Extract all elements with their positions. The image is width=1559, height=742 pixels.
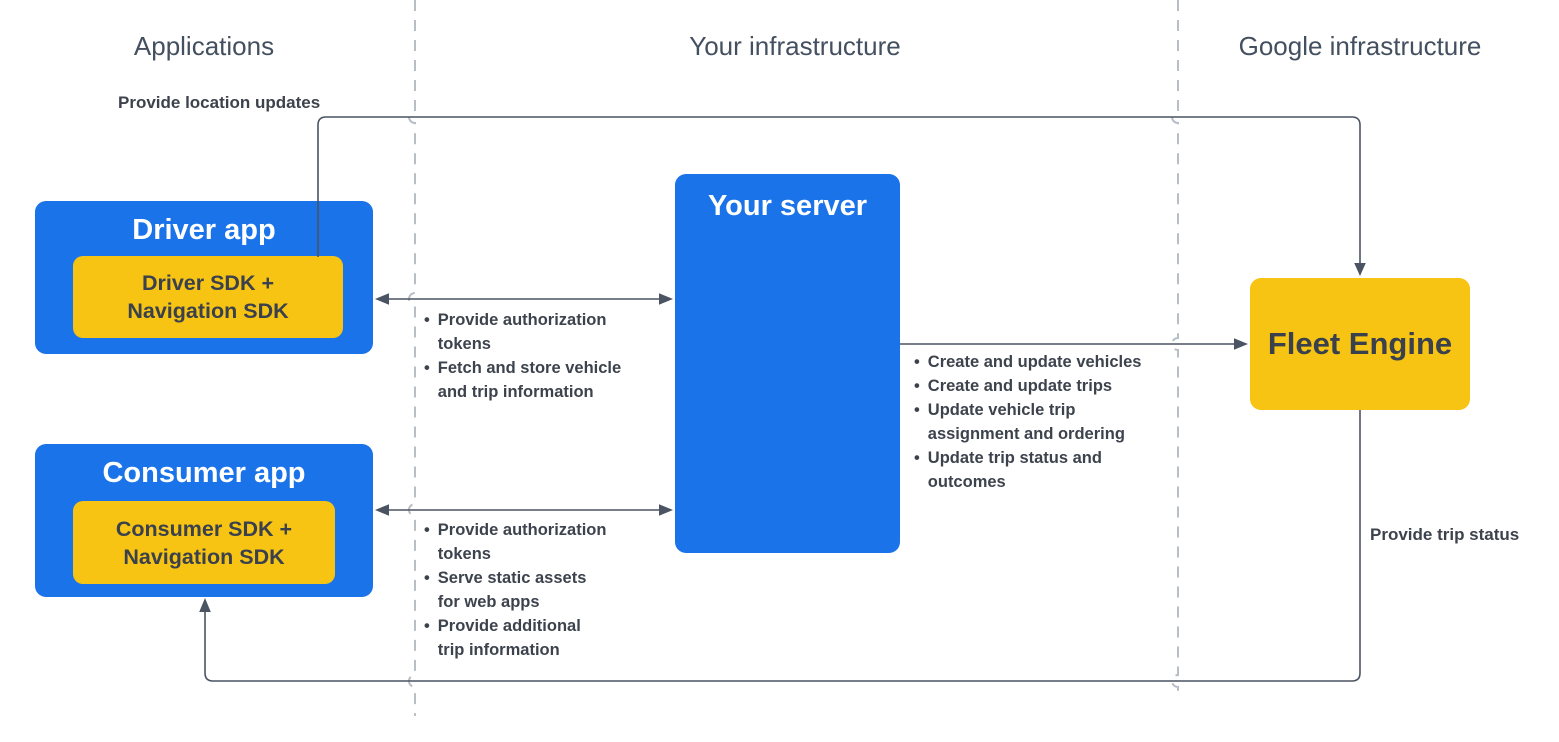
bullet-icon: • (914, 401, 920, 419)
list-item: • Fetch and store vehicle and trip infor… (424, 356, 664, 404)
server-fleet-bullet-list: • Create and update vehicles • Create an… (914, 350, 1194, 494)
column-header-your-infrastructure: Your infrastructure (689, 31, 901, 61)
bullet-icon: • (424, 521, 430, 539)
arrowhead-consumer-bottom-icon (199, 598, 211, 612)
consumer-app-title: Consumer app (102, 457, 306, 489)
consumer-server-bullet-list: • Provide authorization tokens • Serve s… (424, 518, 664, 662)
driver-server-bullet-list: • Provide authorization tokens • Fetch a… (424, 308, 664, 404)
arrowhead-server-lower-icon (659, 504, 673, 516)
driver-app-title: Driver app (132, 214, 276, 246)
driver-sdk-line1: Driver SDK + (141, 271, 275, 295)
list-item: • Update vehicle trip assignment and ord… (914, 398, 1194, 446)
consumer-sdk-line2: Navigation SDK (123, 544, 285, 569)
list-item: • Provide authorization tokens (424, 518, 664, 566)
consumer-app-node: Consumer app Consumer SDK + Navigation S… (35, 444, 373, 597)
fleet-engine-title: Fleet Engine (1267, 326, 1453, 361)
bullet-icon: • (914, 449, 920, 467)
column-header-google-infrastructure: Google infrastructure (1238, 31, 1482, 61)
arrowhead-fleet-top-icon (1354, 263, 1366, 276)
arrowhead-fleet-left-icon (1234, 338, 1248, 350)
bullet-icon: • (424, 617, 430, 635)
list-item: • Create and update trips (914, 374, 1194, 398)
driver-app-node: Driver app Driver SDK + Navigation SDK (35, 201, 373, 354)
arrowhead-driver-icon (375, 293, 389, 305)
bullet-icon: • (424, 569, 430, 587)
list-item: • Create and update vehicles (914, 350, 1194, 374)
bullet-icon: • (914, 377, 920, 395)
bullet-icon: • (424, 359, 430, 377)
driver-sdk-line2: Navigation SDK (127, 299, 289, 323)
divider-google-infrastructure (1171, 0, 1179, 692)
consumer-sdk-node: Consumer SDK + Navigation SDK (73, 501, 335, 584)
fleet-engine-node: Fleet Engine (1250, 278, 1470, 410)
edge-label-provide-trip-status: Provide trip status (1370, 525, 1520, 544)
arrowhead-consumer-icon (375, 504, 389, 516)
arrowhead-server-upper-icon (659, 293, 673, 305)
driver-sdk-node: Driver SDK + Navigation SDK (73, 256, 343, 338)
your-server-title: Your server (707, 190, 868, 222)
bullet-icon: • (914, 353, 920, 371)
bullet-icon: • (424, 311, 430, 329)
edge-label-provide-location-updates: Provide location updates (118, 93, 321, 112)
list-item: • Update trip status and outcomes (914, 446, 1194, 494)
list-item: • Provide additional trip information (424, 614, 664, 662)
your-server-node: Your server (675, 174, 900, 553)
consumer-sdk-line1: Consumer SDK + (115, 516, 293, 541)
list-item: • Serve static assets for web apps (424, 566, 664, 614)
list-item: • Provide authorization tokens (424, 308, 664, 356)
column-header-applications: Applications (133, 31, 275, 61)
divider-your-infrastructure (408, 0, 416, 716)
